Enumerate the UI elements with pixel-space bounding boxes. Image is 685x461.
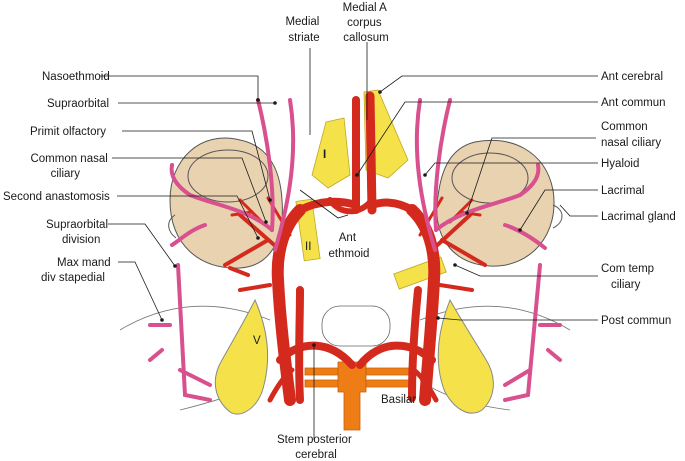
label-ant-ethmoid: Ant ethmoid — [329, 232, 370, 260]
label-primit-olfactory: Primit olfactory — [30, 126, 106, 138]
label-supraorbital-division: Supraorbital division — [46, 219, 111, 246]
stapedial-branches — [148, 98, 562, 402]
nerve-label-V: V — [253, 335, 261, 347]
label-common-nasal-ciliary-right: Common nasal ciliary — [601, 121, 661, 149]
basilar-artery — [304, 361, 411, 431]
leader-lines — [100, 42, 598, 440]
leader-dots — [160, 90, 522, 347]
label-com-temp-ciliary: Com temp ciliary — [601, 263, 657, 291]
label-medial-a-corpus-callosum: Medial A corpus callosum — [343, 2, 390, 44]
central-outline-shape — [321, 305, 391, 347]
label-lacrimal: Lacrimal — [601, 185, 644, 197]
label-second-anastomosis: Second anastomosis — [3, 191, 110, 203]
label-ant-commun: Ant commun — [601, 97, 666, 109]
nerve-label-II: II — [305, 241, 311, 253]
label-max-mand-div-stapedial: Max mand div stapedial — [41, 257, 114, 284]
label-ant-cerebral: Ant cerebral — [601, 71, 663, 83]
labels: Medial striate Medial A corpus callosum … — [3, 2, 676, 461]
label-nasoethmoid: Nasoethmoid — [42, 71, 110, 83]
label-basilar: Basilar — [381, 394, 416, 406]
label-supraorbital: Supraorbital — [47, 98, 109, 110]
left-eye — [168, 137, 283, 269]
nerve-label-I: I — [323, 149, 326, 161]
label-post-commun: Post commun — [601, 315, 671, 327]
label-common-nasal-ciliary-left: Common nasal ciliary — [30, 153, 111, 180]
arteries — [223, 91, 487, 406]
trigeminal-ganglia — [214, 298, 494, 415]
label-medial-striate: Medial striate — [285, 16, 322, 44]
label-stem-posterior-cerebral: Stem posterior cerebral — [277, 434, 355, 461]
label-lacrimal-gland: Lacrimal gland — [601, 211, 676, 223]
label-hyaloid: Hyaloid — [601, 158, 639, 170]
